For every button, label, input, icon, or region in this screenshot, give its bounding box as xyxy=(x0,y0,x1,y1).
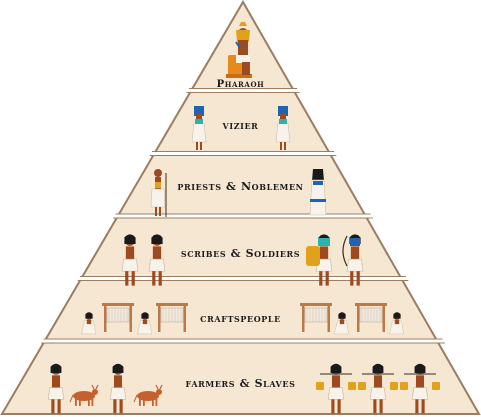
pharaoh-icon xyxy=(226,22,252,78)
tier-label-vizier: vizier xyxy=(222,119,259,132)
water-carrier-2-icon xyxy=(358,362,398,415)
priest-icon xyxy=(150,169,167,217)
soldier-bow-icon xyxy=(342,233,364,287)
tier-label-pharaoh: Pharaoh xyxy=(216,79,265,90)
tier-label-farmers-slaves: farmers & Slaves xyxy=(185,377,296,390)
water-carrier-1-icon xyxy=(316,362,356,415)
tier-label-scribes-soldiers: scribes & Soldiers xyxy=(180,247,301,260)
tier-label-craftspeople: craftspeople xyxy=(200,312,281,325)
soldier-shield-icon xyxy=(306,233,333,287)
tier-label-priests-noblemen: priests & Noblemen xyxy=(177,180,304,193)
water-carrier-3-icon xyxy=(400,362,440,415)
vizier-left-icon xyxy=(191,106,207,150)
noblewoman-icon xyxy=(309,169,327,216)
vizier-right-icon xyxy=(275,106,291,150)
